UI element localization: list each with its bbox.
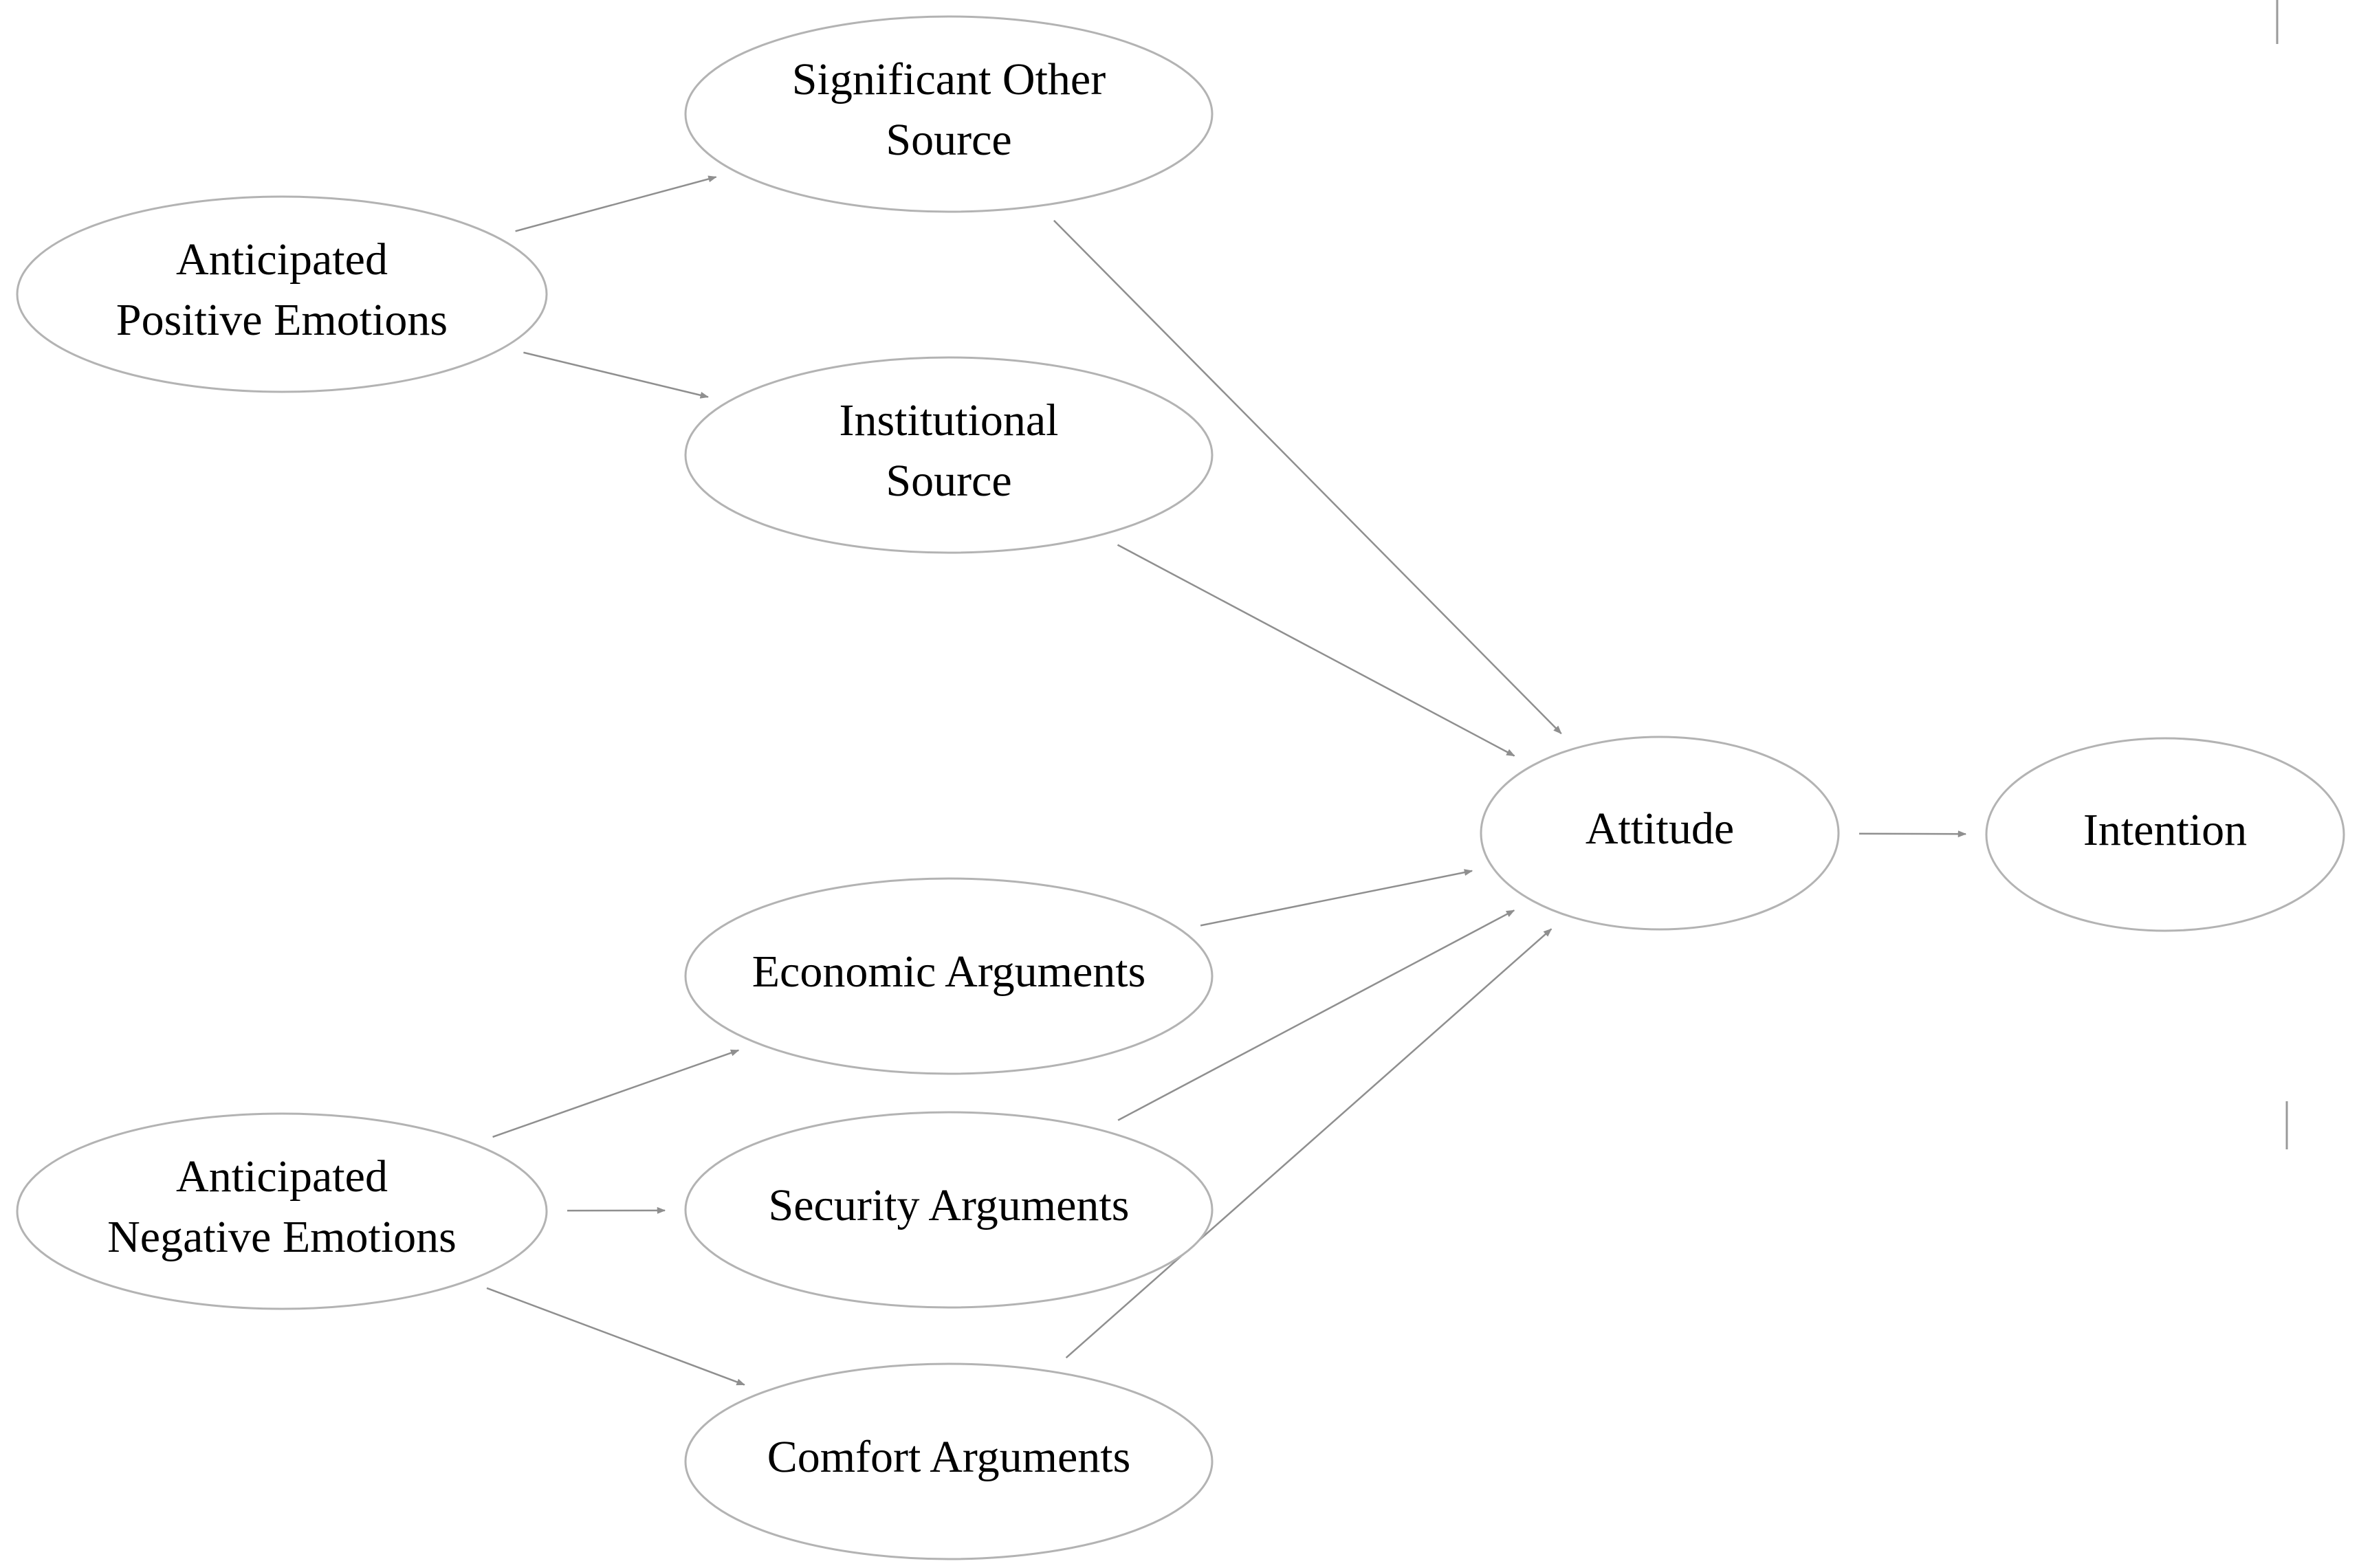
node-ellipse (684, 877, 1214, 1075)
node-security-arguments[interactable]: Security Arguments (684, 1111, 1214, 1309)
node-institutional-source[interactable]: Institutional Source (684, 356, 1214, 554)
edge-arrow-anticipated-negative-emotions-to-economic-arguments (492, 1049, 740, 1138)
edge-arrow-anticipated-positive-emotions-to-significant-other-source (515, 175, 717, 232)
edge-arrow-comfort-arguments-to-attitude (1065, 928, 1552, 1359)
node-ellipse (1985, 737, 2345, 932)
node-intention[interactable]: Intention (1985, 737, 2345, 932)
node-ellipse (16, 1112, 548, 1310)
node-label-line: Source (886, 456, 1011, 506)
node-label-line: Intention (2083, 805, 2247, 855)
node-label-line: Anticipated (176, 234, 388, 285)
edge-arrow-security-arguments-to-attitude (1117, 909, 1515, 1121)
node-label-line: Positive Emotions (116, 295, 448, 345)
node-label-line: Attitude (1586, 804, 1734, 854)
node-ellipse (684, 1362, 1214, 1560)
node-label-line: Institutional (840, 395, 1059, 445)
node-ellipse (1480, 736, 1840, 931)
node-label-line: Anticipated (176, 1151, 388, 1202)
node-ellipse (684, 356, 1214, 554)
edge-layer (486, 175, 1967, 1386)
node-label-line: Security Arguments (769, 1180, 1130, 1230)
node-attitude[interactable]: Attitude (1480, 736, 1840, 931)
node-significant-other-source[interactable]: Significant Other Source (684, 15, 1214, 213)
edge-arrow-anticipated-positive-emotions-to-institutional-source (523, 351, 710, 399)
edge-arrow-institutional-source-to-attitude (1117, 544, 1515, 757)
edge-arrow-significant-other-source-to-attitude (1053, 219, 1562, 734)
edge-arrow-economic-arguments-to-attitude (1200, 869, 1473, 927)
node-label-line: Source (886, 115, 1011, 165)
node-economic-arguments[interactable]: Economic Arguments (684, 877, 1214, 1075)
node-comfort-arguments[interactable]: Comfort Arguments (684, 1362, 1214, 1560)
node-anticipated-positive-emotions[interactable]: Anticipated Positive Emotions (16, 195, 548, 393)
node-label-line: Economic Arguments (752, 947, 1146, 997)
edge-arrow-anticipated-negative-emotions-to-comfort-arguments (486, 1287, 745, 1386)
node-label-line: Negative Emotions (107, 1212, 457, 1262)
node-anticipated-negative-emotions[interactable]: Anticipated Negative Emotions (16, 1112, 548, 1310)
node-ellipse (684, 1111, 1214, 1309)
node-ellipse (684, 15, 1214, 213)
node-label-line: Significant Other (792, 54, 1106, 104)
node-ellipse (16, 195, 548, 393)
node-label-line: Comfort Arguments (767, 1432, 1131, 1482)
